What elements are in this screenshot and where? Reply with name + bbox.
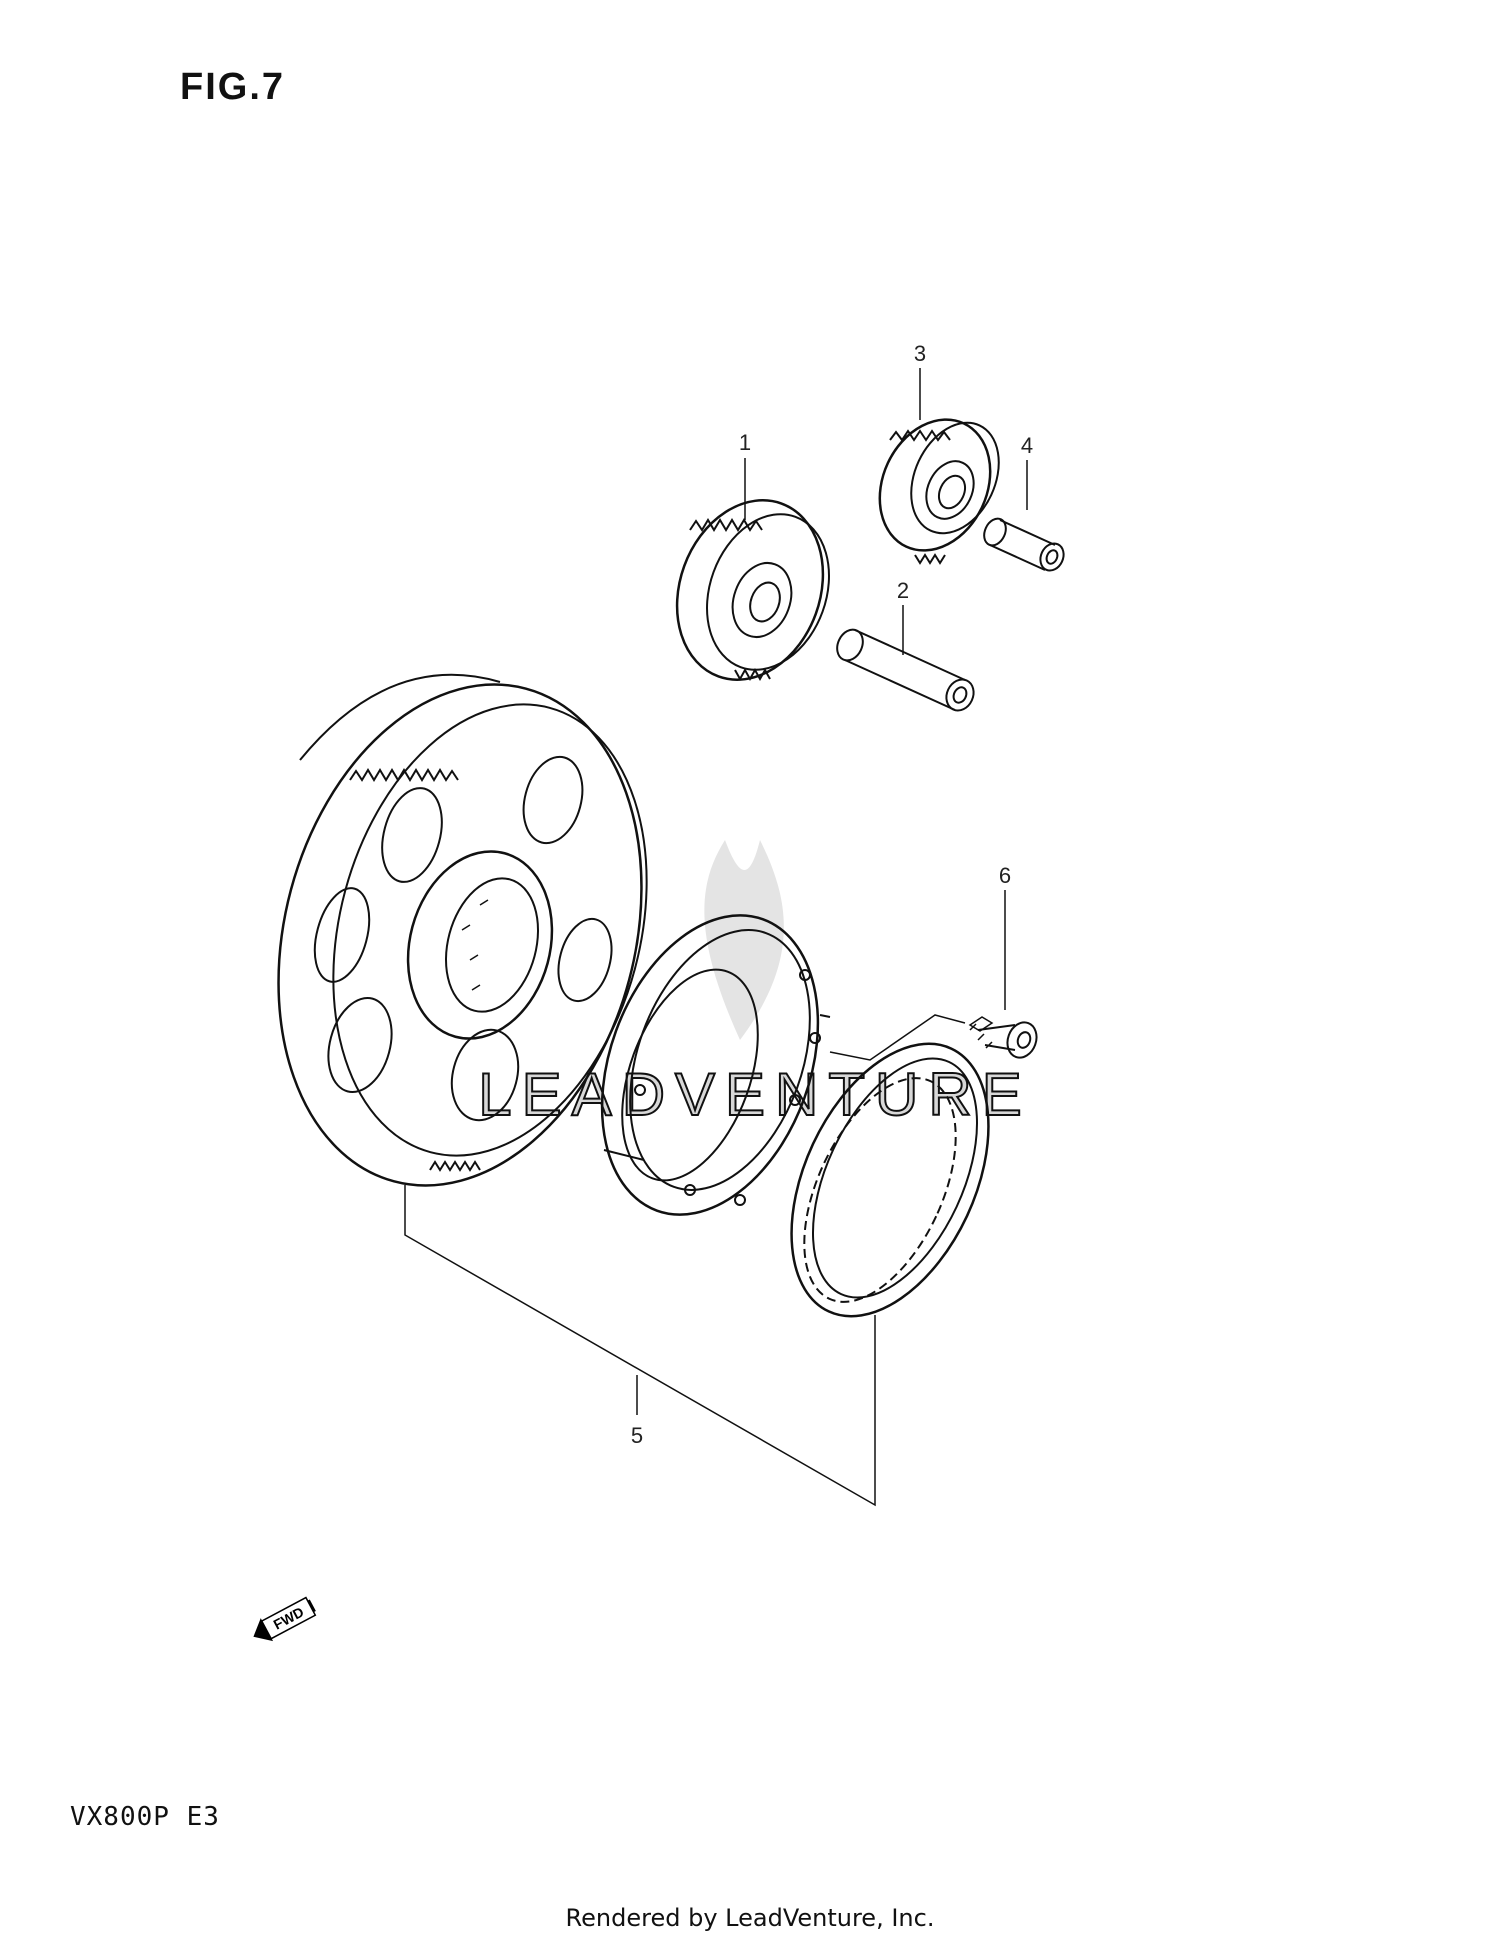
callout-4: 4 xyxy=(1021,433,1033,458)
figure-title: FIG.7 xyxy=(180,66,286,108)
rendered-by-footer: Rendered by LeadVenture, Inc. xyxy=(565,1904,935,1932)
part-2-pin[interactable] xyxy=(832,625,978,715)
callout-2: 2 xyxy=(897,578,909,603)
watermark: LEADVENTURE xyxy=(477,840,1031,1129)
watermark-text: LEADVENTURE xyxy=(478,1061,1031,1128)
callout-3: 3 xyxy=(914,341,926,366)
part-5-bearing[interactable] xyxy=(752,1013,1029,1348)
watermark-logo-icon xyxy=(704,840,784,1040)
callout-5: 5 xyxy=(631,1423,643,1448)
leader-lines xyxy=(404,368,1028,1507)
fwd-indicator: FWD xyxy=(253,1596,317,1642)
callout-6: 6 xyxy=(999,863,1011,888)
part-1-gear[interactable] xyxy=(653,480,850,701)
model-code: VX800P E3 xyxy=(70,1802,220,1832)
callout-1: 1 xyxy=(739,430,751,455)
part-5-large-gear[interactable] xyxy=(225,643,695,1226)
part-3-gear[interactable] xyxy=(859,401,1016,568)
part-6-bolt[interactable] xyxy=(968,1016,1041,1062)
part-4-pin[interactable] xyxy=(980,515,1068,574)
part-5-clutch-housing[interactable] xyxy=(563,885,857,1245)
